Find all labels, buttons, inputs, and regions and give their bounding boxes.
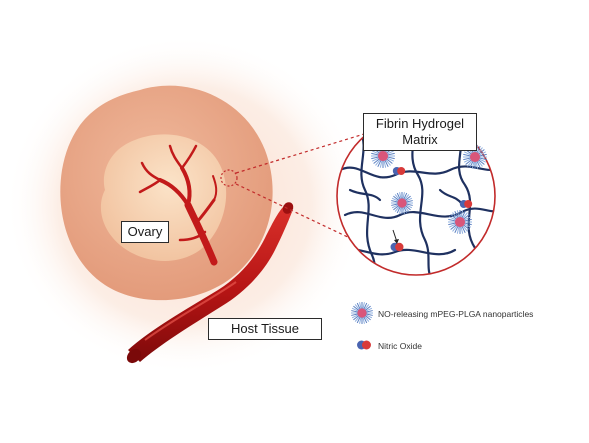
zoom-line-top <box>235 133 365 174</box>
ovary-label: Ovary <box>121 221 169 243</box>
fibrin-label-line2: Matrix <box>402 132 438 147</box>
vessel-highlight <box>144 281 237 341</box>
nanoparticle <box>351 302 373 324</box>
no-molecule <box>392 167 406 175</box>
legend-nanoparticle-text: NO-releasing mPEG-PLGA nanoparticles <box>378 309 534 319</box>
ovary-vessel-branches <box>138 144 218 266</box>
legend-no-text: Nitric Oxide <box>378 341 422 351</box>
fibrin-label-line1: Fibrin Hydrogel <box>375 116 465 131</box>
release-arrow-head <box>394 239 399 244</box>
nanoparticles <box>371 144 487 234</box>
legend-no-icon <box>357 340 371 350</box>
no-molecule <box>459 200 473 208</box>
nitric-oxide-molecules <box>390 167 473 252</box>
zoom-source-circle <box>220 169 238 187</box>
vessel-opening-start <box>126 348 142 364</box>
no-molecule <box>390 242 404 252</box>
fibrin-matrix-label: Fibrin Hydrogel Matrix <box>363 113 477 151</box>
host-tissue-label: Host Tissue <box>208 318 322 340</box>
nanoparticle <box>391 192 413 214</box>
vessel-opening-end <box>282 202 294 214</box>
no-molecule <box>357 340 371 350</box>
legend-nanoparticle-icon <box>351 302 373 324</box>
nanoparticle <box>448 210 472 234</box>
nanoparticle <box>371 144 395 168</box>
zoom-line-bottom <box>235 183 355 241</box>
